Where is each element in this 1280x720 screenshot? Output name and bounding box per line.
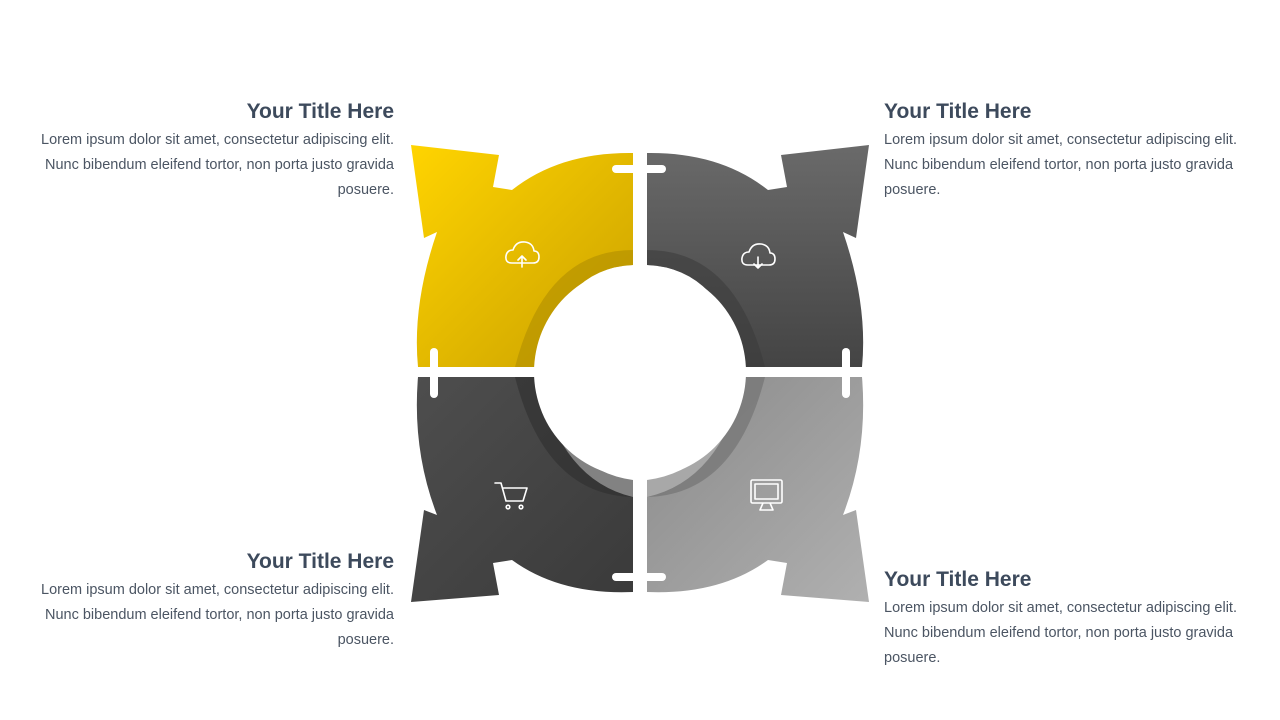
connector-tabs <box>430 165 850 581</box>
block-body: Lorem ipsum dolor sit amet, consectetur … <box>884 600 1237 666</box>
text-block-bottom-left: Your Title Here Lorem ipsum dolor sit am… <box>24 550 394 653</box>
text-block-top-left: Your Title Here Lorem ipsum dolor sit am… <box>24 100 394 203</box>
block-body: Lorem ipsum dolor sit amet, consectetur … <box>41 132 394 198</box>
text-block-bottom-right: Your Title Here Lorem ipsum dolor sit am… <box>884 568 1254 671</box>
block-title: Your Title Here <box>884 100 1032 123</box>
quadrant-top-right <box>647 145 869 367</box>
block-title: Your Title Here <box>246 550 394 573</box>
block-title: Your Title Here <box>246 100 394 123</box>
block-title: Your Title Here <box>884 568 1032 591</box>
cloud-upload-icon <box>505 241 540 268</box>
block-body: Lorem ipsum dolor sit amet, consectetur … <box>884 132 1237 198</box>
shopping-cart-icon <box>494 482 528 510</box>
horizontal-divider <box>400 367 880 377</box>
cloud-download-icon <box>741 243 776 269</box>
text-block-top-right: Your Title Here Lorem ipsum dolor sit am… <box>884 100 1254 203</box>
monitor-icon <box>750 479 783 511</box>
block-body: Lorem ipsum dolor sit amet, consectetur … <box>41 582 394 648</box>
